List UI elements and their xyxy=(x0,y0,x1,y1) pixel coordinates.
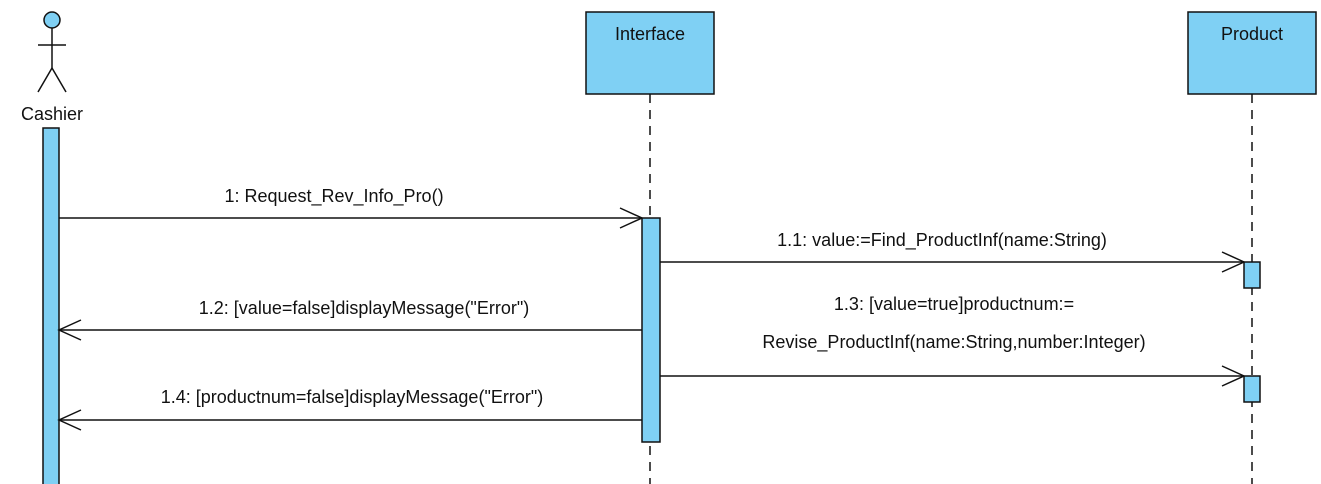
message-1-3[interactable]: 1.3: [value=true]productnum:= Revise_Pro… xyxy=(660,294,1246,387)
stick-figure-icon xyxy=(37,11,67,93)
participant-interface[interactable] xyxy=(585,11,715,95)
message-1-4[interactable]: 1.4: [productnum=false]displayMessage("E… xyxy=(57,387,642,431)
open-arrowhead-icon xyxy=(57,409,82,431)
message-1[interactable]: 1: Request_Rev_Info_Pro() xyxy=(59,186,644,229)
message-1-label: 1: Request_Rev_Info_Pro() xyxy=(224,186,443,207)
open-arrowhead-icon xyxy=(57,319,82,341)
participant-product[interactable] xyxy=(1187,11,1317,95)
open-arrowhead-icon xyxy=(1221,365,1246,387)
message-1-3-label-line1: 1.3: [value=true]productnum:= xyxy=(834,294,1074,314)
open-arrowhead-icon xyxy=(1221,251,1246,273)
cashier-activation-bar xyxy=(42,127,60,484)
message-1-4-label: 1.4: [productnum=false]displayMessage("E… xyxy=(161,387,543,407)
message-1-1-label: 1.1: value:=Find_ProductInf(name:String) xyxy=(777,230,1107,251)
actor-label: Cashier xyxy=(21,104,83,124)
participant-interface-label: Interface xyxy=(615,24,685,44)
product-activation-bar-1 xyxy=(1243,261,1261,289)
open-arrowhead-icon xyxy=(619,207,644,229)
message-1-2-label: 1.2: [value=false]displayMessage("Error"… xyxy=(199,298,529,318)
actor-cashier[interactable]: Cashier xyxy=(21,11,83,124)
message-1-2[interactable]: 1.2: [value=false]displayMessage("Error"… xyxy=(57,298,642,341)
product-activation-bar-2 xyxy=(1243,375,1261,403)
interface-activation-bar xyxy=(641,217,661,443)
message-1-3-label-line2: Revise_ProductInf(name:String,number:Int… xyxy=(762,332,1145,353)
participant-product-label: Product xyxy=(1221,24,1283,44)
message-1-1[interactable]: 1.1: value:=Find_ProductInf(name:String) xyxy=(660,230,1246,273)
